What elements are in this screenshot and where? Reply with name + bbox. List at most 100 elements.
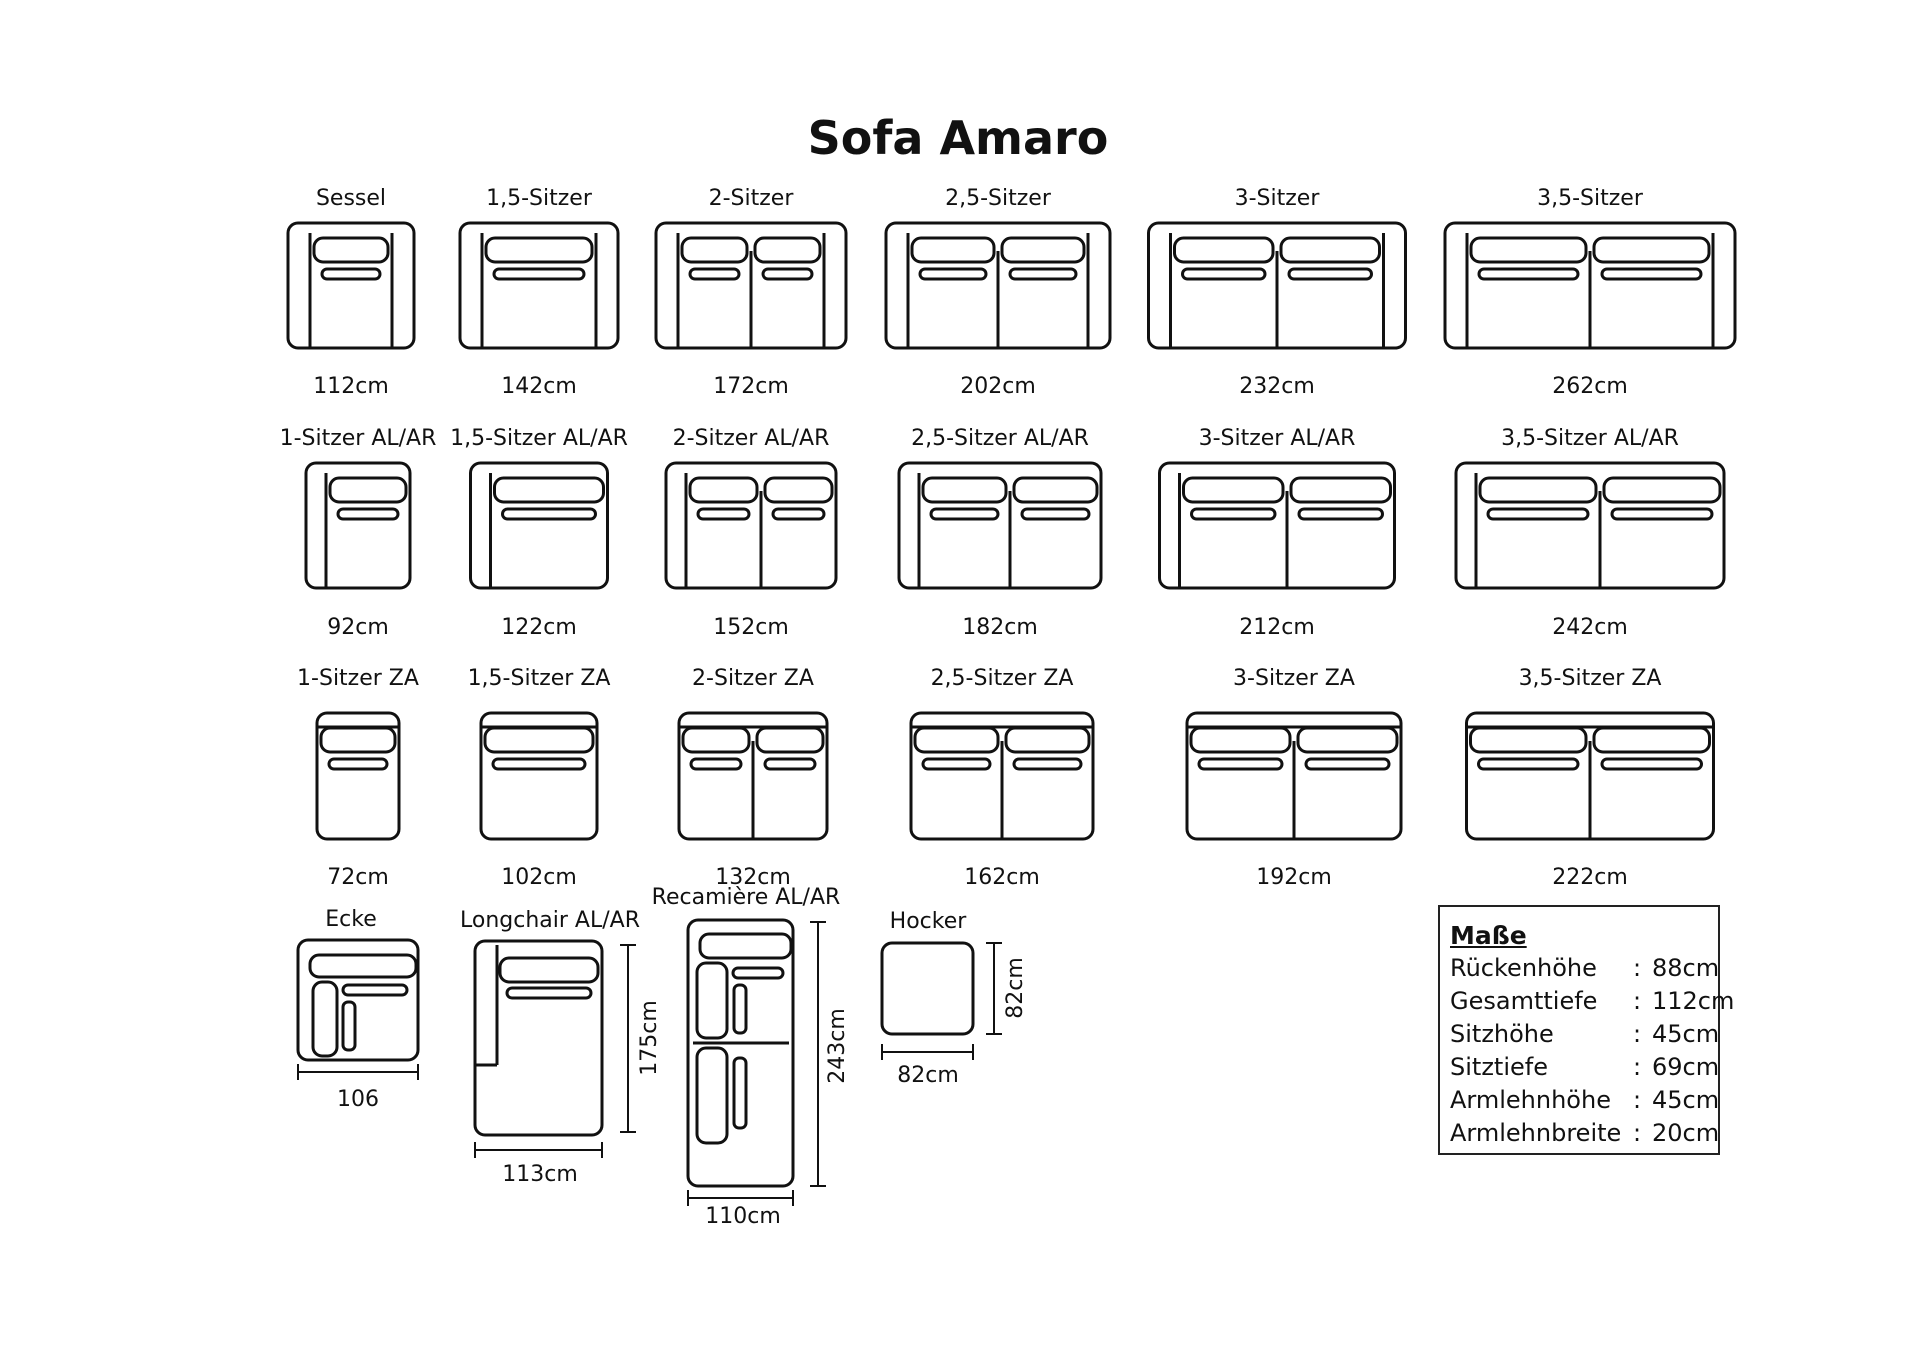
seat-cushion (341, 983, 409, 997)
module-label: 2-Sitzer AL/AR (673, 426, 830, 451)
module-width-label: 112cm (313, 374, 389, 399)
seat-cushion (327, 757, 389, 771)
module-width-label: 122cm (501, 615, 577, 640)
longchair-module (473, 939, 636, 1158)
module-width-label: 222cm (1552, 865, 1628, 890)
back-cushion (1173, 236, 1275, 264)
hocker-depth-label: 82cm (1003, 957, 1028, 1019)
legend-value: 112cm (1652, 987, 1735, 1015)
module-width-label: 142cm (501, 374, 577, 399)
legend-value: 20cm (1652, 1119, 1720, 1147)
module-label: 3-Sitzer (1235, 186, 1321, 211)
back-cushion (1279, 236, 1381, 264)
module-label: 2,5-Sitzer (945, 186, 1052, 211)
legend-row: Armlehnhöhe:45cm (1450, 1084, 1719, 1117)
module-label: Recamière AL/AR (652, 885, 841, 910)
legend-row: Sitztiefe:69cm (1450, 1051, 1719, 1084)
module-label: 2-Sitzer (709, 186, 795, 211)
seat-cushion (688, 267, 741, 281)
back-cushion (755, 726, 825, 754)
module-label: Hocker (890, 909, 968, 934)
legend-row: Armlehnbreite:20cm (1450, 1117, 1720, 1150)
recamiere-module (686, 918, 826, 1206)
seat-cushion (1020, 507, 1091, 521)
legend-label: Armlehnbreite (1450, 1119, 1622, 1147)
seat-cushion (1477, 267, 1580, 281)
module-outline (897, 461, 1103, 590)
back-cushion (319, 726, 397, 754)
module-width-label: 152cm (713, 615, 789, 640)
back-cushion (498, 956, 600, 984)
module-outline (880, 941, 975, 1036)
module-outline (1158, 461, 1396, 590)
seat-cushion (929, 507, 1000, 521)
module-width-label: 92cm (327, 615, 389, 640)
back-cushion (763, 476, 834, 504)
legend-separator: : (1632, 1020, 1642, 1048)
seat-cushion (1297, 507, 1384, 521)
legend-label: Sitztiefe (1450, 1053, 1548, 1081)
legend-title: Maße (1450, 921, 1527, 950)
back-cushion (681, 726, 751, 754)
module-label: Longchair AL/AR (460, 908, 640, 933)
back-cushion (1478, 476, 1598, 504)
module-outline (469, 461, 609, 590)
side-back-cushion (311, 980, 339, 1058)
module-label: 2,5-Sitzer ZA (931, 666, 1074, 691)
back-cushion (484, 236, 594, 264)
legend-separator: : (1632, 1053, 1642, 1081)
module-width-label: 182cm (962, 615, 1038, 640)
legend-label: Rückenhöhe (1450, 954, 1597, 982)
side-back-cushion (695, 1046, 729, 1145)
sofa-module (286, 221, 416, 350)
back-cushion (328, 476, 408, 504)
module-label: 3,5-Sitzer (1537, 186, 1644, 211)
sofa-module (909, 711, 1095, 841)
longchair-depth-label: 175cm (637, 1000, 662, 1076)
seat-cushion (505, 986, 593, 1000)
back-cushion (1602, 476, 1722, 504)
module-label: 3,5-Sitzer AL/AR (1501, 426, 1679, 451)
module-label: 1,5-Sitzer ZA (468, 666, 611, 691)
seat-cushion (1190, 507, 1277, 521)
back-cushion (483, 726, 595, 754)
ecke-module (296, 938, 420, 1080)
module-outline (664, 461, 838, 590)
module-label: Sessel (316, 186, 386, 211)
back-cushion (1592, 236, 1711, 264)
back-cushion (1000, 236, 1086, 264)
back-cushion (1182, 476, 1285, 504)
seat-cushion (501, 507, 597, 521)
module-label: 1-Sitzer ZA (297, 666, 419, 691)
back-cushion (910, 236, 996, 264)
back-cushion (312, 236, 390, 264)
legend-separator: : (1632, 954, 1642, 982)
module-label: Ecke (325, 907, 377, 932)
seat-cushion (1610, 507, 1714, 521)
page-title: Sofa Amaro (808, 111, 1109, 165)
module-outline (458, 221, 620, 350)
legend-value: 45cm (1652, 1020, 1720, 1048)
recamiere-depth-label: 243cm (825, 1008, 850, 1084)
module-outline (315, 711, 401, 841)
back-cushion (1189, 726, 1292, 754)
module-label: 1-Sitzer AL/AR (280, 426, 437, 451)
module-width-label: 192cm (1256, 865, 1332, 890)
recamiere-width-label: 110cm (705, 1204, 781, 1229)
legend-row: Gesamttiefe:112cm (1450, 985, 1735, 1018)
back-cushion (921, 476, 1008, 504)
legend-value: 88cm (1652, 954, 1720, 982)
seat-cushion (492, 267, 586, 281)
module-width-label: 102cm (501, 865, 577, 890)
module-outline (1454, 461, 1726, 590)
seat-cushion (341, 1000, 357, 1052)
module-outline (479, 711, 599, 841)
sofa-module (1443, 221, 1737, 350)
legend-label: Sitzhöhe (1450, 1020, 1554, 1048)
sofa-module (884, 221, 1112, 350)
sofa-module (469, 461, 609, 590)
sofa-module (458, 221, 620, 350)
sofa-module (1158, 461, 1396, 590)
back-cushion (688, 476, 759, 504)
